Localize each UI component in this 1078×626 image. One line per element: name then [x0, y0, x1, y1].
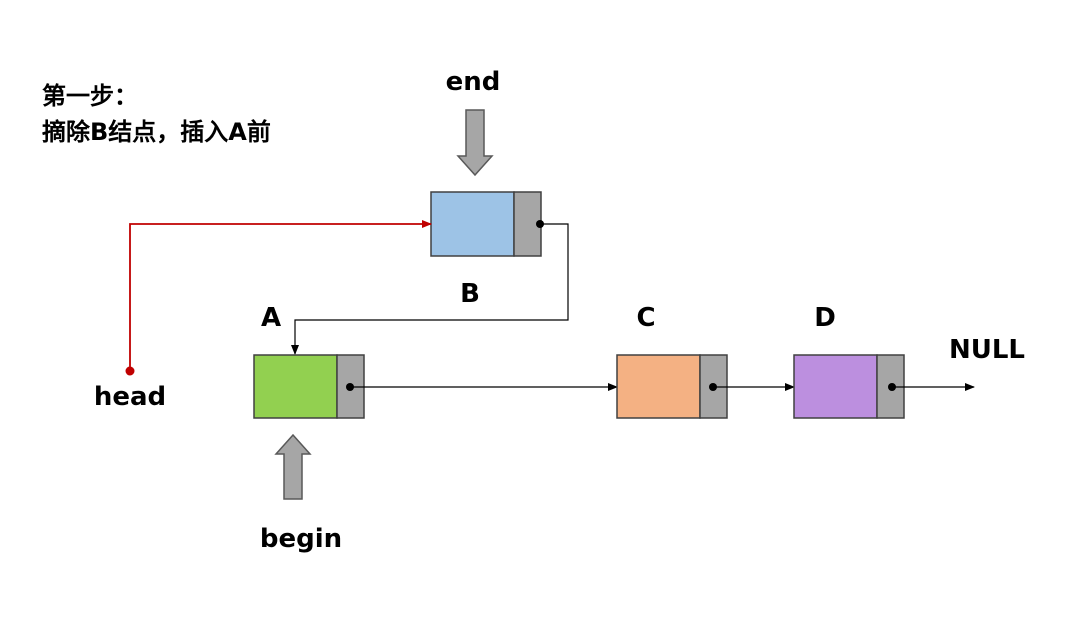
begin-up-arrow [274, 433, 312, 500]
node-C [616, 354, 728, 419]
begin-pointer-label: begin [260, 524, 342, 554]
step-heading: 第一步： [42, 82, 138, 110]
node-A-data-cell [253, 354, 338, 419]
head-dot [125, 366, 135, 376]
node-A-label: A [261, 303, 281, 333]
link-B-to-A [291, 223, 569, 355]
head-pointer-label: head [94, 382, 166, 412]
step-description: 摘除B结点，插入A前 [42, 118, 271, 146]
head-link [129, 220, 432, 370]
node-D-data-cell [793, 354, 878, 419]
node-D [793, 354, 905, 419]
node-C-label: C [636, 303, 655, 333]
node-C-data-cell [616, 354, 701, 419]
node-B-data-cell [430, 191, 515, 257]
end-down-arrow [456, 109, 494, 177]
end-pointer-label: end [446, 67, 501, 97]
node-A [253, 354, 365, 419]
node-B [430, 191, 544, 257]
node-D-label: D [814, 303, 836, 333]
null-label: NULL [949, 335, 1025, 365]
step-title: 第一步： 摘除B结点，插入A前 [42, 78, 271, 150]
node-B-label: B [460, 279, 480, 309]
